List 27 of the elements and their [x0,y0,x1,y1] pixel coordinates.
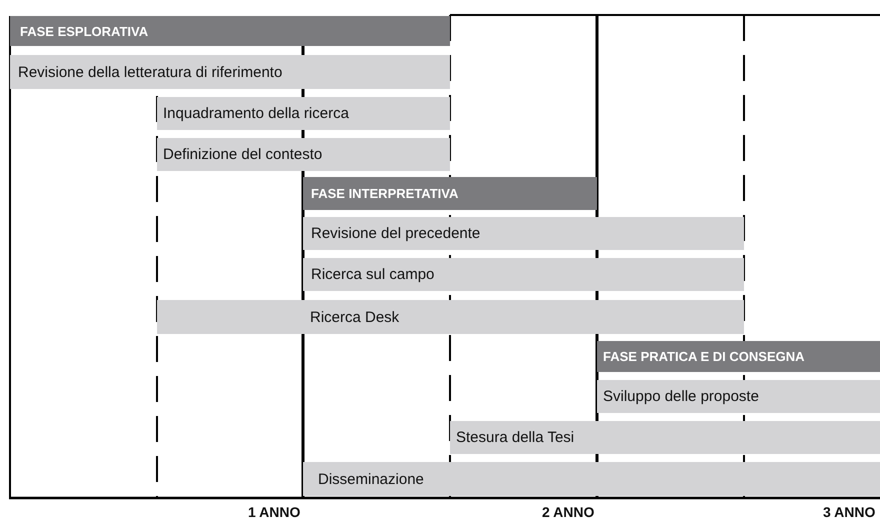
bar-label: Disseminazione [318,470,424,488]
bar-label: Definizione del contesto [163,146,322,163]
task-bar [597,380,880,413]
bar-label: Revisione del precedente [311,225,480,242]
bar-label: Stesura della Tesi [456,429,574,446]
task-bar [157,300,744,334]
task-bar [10,55,450,89]
bar-label: FASE ESPLORATIVA [20,24,148,38]
phase-bar [597,341,880,372]
task-bar [303,462,880,496]
bar-label: Ricerca sul campo [311,266,434,283]
year-label: 2 ANNO [542,504,594,520]
task-bar [303,258,744,291]
year-label: 1 ANNO [248,504,300,520]
task-bar [303,217,744,250]
phase-bar [303,177,597,210]
bar-label: FASE PRATICA E DI CONSEGNA [603,349,805,364]
bar-label: Revisione della letteratura di riferimento [18,64,282,80]
task-bar [157,97,450,130]
bar-label: Inquadramento della ricerca [163,105,349,122]
task-bar [450,421,880,454]
bar-label: Sviluppo delle proposte [603,388,759,405]
task-bar [157,138,450,171]
bar-label: FASE INTERPRETATIVA [311,186,458,201]
year-label: 3 ANNO [823,504,876,520]
phase-bar [10,16,450,46]
bar-label: Ricerca Desk [310,308,400,326]
